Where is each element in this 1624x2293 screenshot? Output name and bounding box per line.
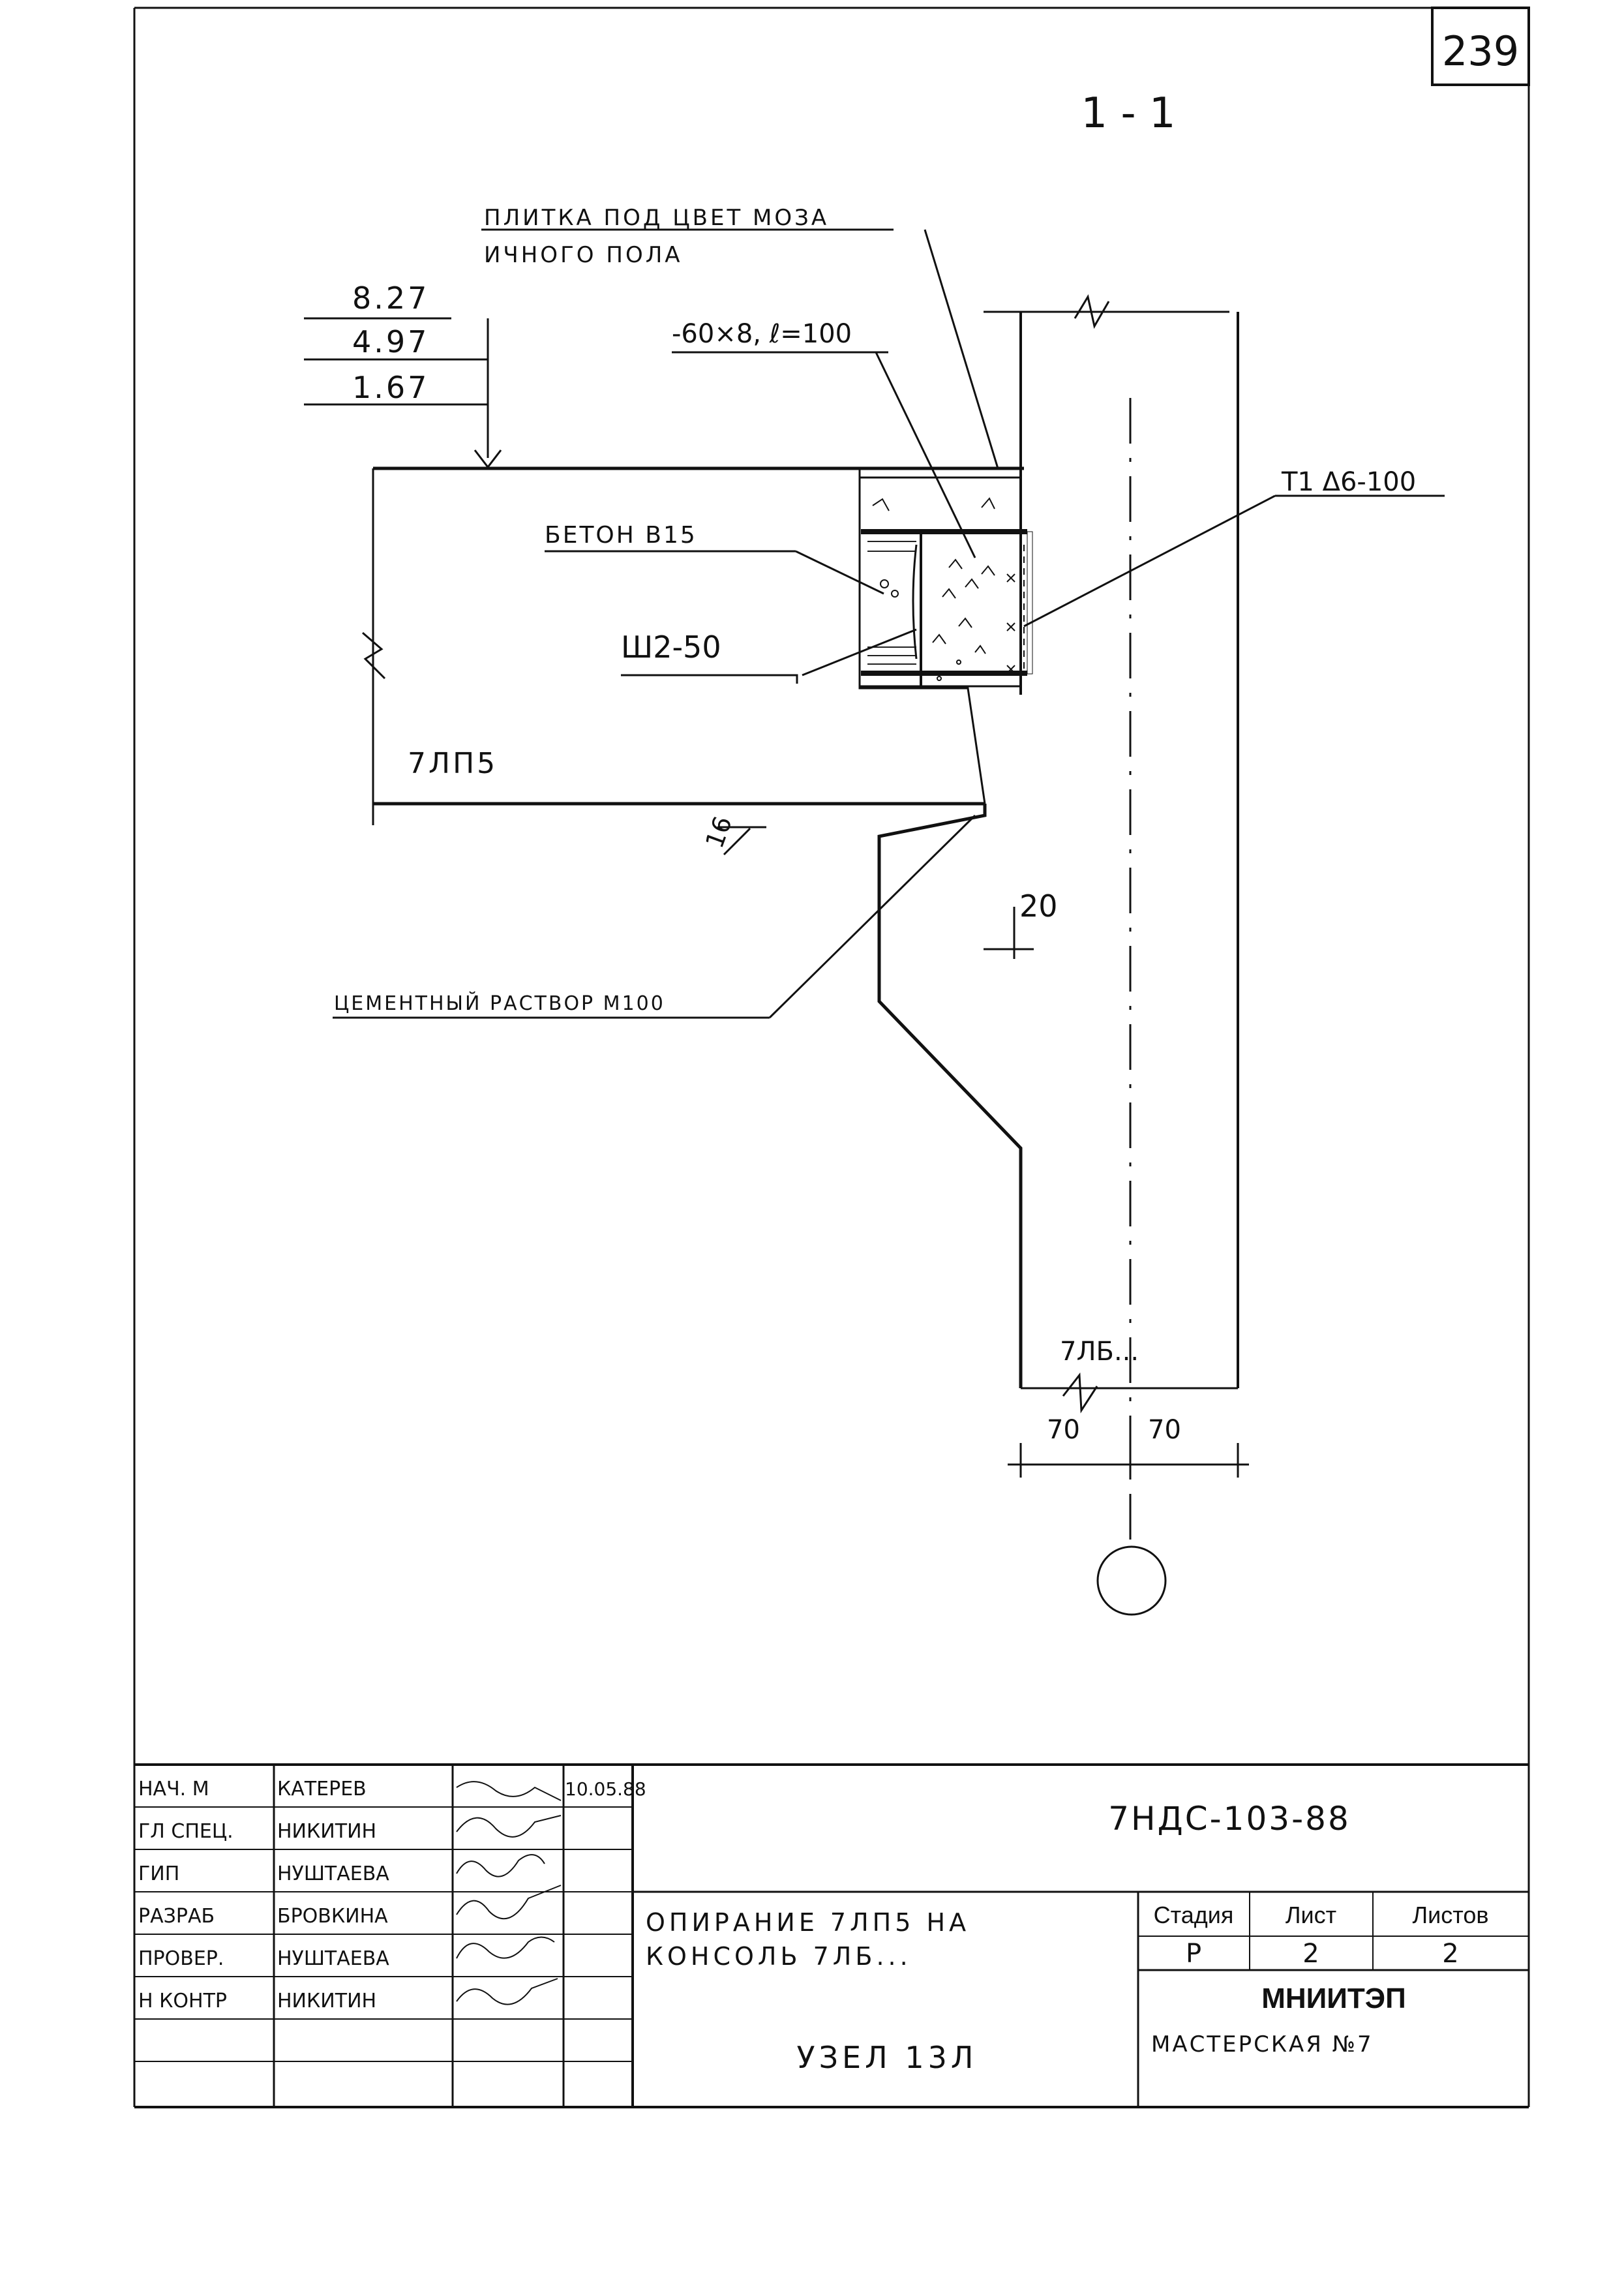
tile-label-line1: ПЛИТКА ПОД ЦВЕТ МОЗА [484, 205, 829, 231]
row-date-0: 10.05.88 [565, 1778, 646, 1800]
document-code: 7НДС-103-88 [1108, 1800, 1351, 1838]
row-name-5: НИКИТИН [277, 1990, 376, 2012]
row-role-1: ГЛ СПЕЦ. [138, 1820, 233, 1843]
concrete-joint [858, 476, 1033, 688]
dim-70-right: 70 [1148, 1415, 1181, 1445]
sheets-header: Листов [1413, 1902, 1489, 1928]
weld-label: Ш2-50 [621, 630, 721, 665]
sheet-frame [133, 7, 1530, 2108]
row-role-2: ГИП [138, 1862, 179, 1885]
row-name-4: НУШТАЕВА [277, 1947, 389, 1970]
leader-lines [304, 228, 1445, 1478]
organization: МНИИТЭП [1261, 1982, 1406, 2014]
slab-label: 7ЛП5 [408, 747, 498, 780]
title-line-2: КОНСОЛЬ 7ЛБ... [646, 1942, 912, 1971]
slab-break-mark [362, 631, 386, 680]
annotations: ПЛИТКА ПОД ЦВЕТ МОЗА ИЧНОГО ПОЛА 8.27 4.… [334, 205, 1416, 1445]
column-7lb [877, 294, 1239, 1414]
node-label: УЗЕЛ 13Л [797, 2040, 978, 2075]
row-role-3: РАЗРАБ [138, 1905, 215, 1928]
dim-70-left: 70 [1047, 1415, 1080, 1445]
stage-header: Стадия [1154, 1902, 1234, 1928]
dim-20: 20 [1019, 888, 1058, 924]
sheets-value: 2 [1442, 1939, 1458, 1969]
stage-value: Р [1186, 1939, 1201, 1969]
row-name-0: КАТЕРЕВ [277, 1778, 367, 1800]
section-label: 1 - 1 [1081, 89, 1175, 138]
title-line-1: ОПИРАНИЕ 7ЛП5 НА [646, 1908, 970, 1937]
row-role-0: НАЧ. М [138, 1778, 209, 1800]
plate-label: -60×8, ℓ=100 [672, 319, 852, 349]
sheet-value: 2 [1302, 1939, 1319, 1969]
sheet-number-box: 239 [1431, 7, 1530, 86]
row-role-4: ПРОВЕР. [138, 1947, 224, 1970]
tile-label-line2: ИЧНОГО ПОЛА [484, 242, 683, 268]
sheet-number: 239 [1442, 27, 1519, 75]
title-block [134, 1763, 1529, 2107]
concrete-label: БЕТОН В15 [545, 522, 697, 549]
row-name-3: БРОВКИНА [277, 1905, 388, 1928]
mortar-label: ЦЕМЕНТНЫЙ РАСТВОР М100 [334, 992, 665, 1015]
row-name-2: НУШТАЕВА [277, 1862, 389, 1885]
row-name-1: НИКИТИН [277, 1820, 376, 1843]
rebar-label: Т1 Δ6-100 [1281, 467, 1416, 497]
elevation-1: 8.27 [352, 281, 429, 316]
workshop: МАСТЕРСКАЯ №7 [1151, 2031, 1374, 2058]
elevation-2: 4.97 [352, 324, 429, 359]
sheet-header: Лист [1286, 1902, 1336, 1928]
row-role-5: Н КОНТР [138, 1990, 227, 2012]
title-block-fields: 7НДС-103-88 ОПИРАНИЕ 7ЛП5 НА КОНСОЛЬ 7ЛБ… [646, 1800, 1488, 2075]
axis-marker-circle [1096, 1545, 1167, 1616]
column-label: 7ЛБ... [1060, 1337, 1139, 1367]
title-block-rows: НАЧ. М КАТЕРЕВ 10.05.88 ГЛ СПЕЦ. НИКИТИН… [138, 1778, 646, 2012]
elevation-3: 1.67 [352, 370, 429, 405]
